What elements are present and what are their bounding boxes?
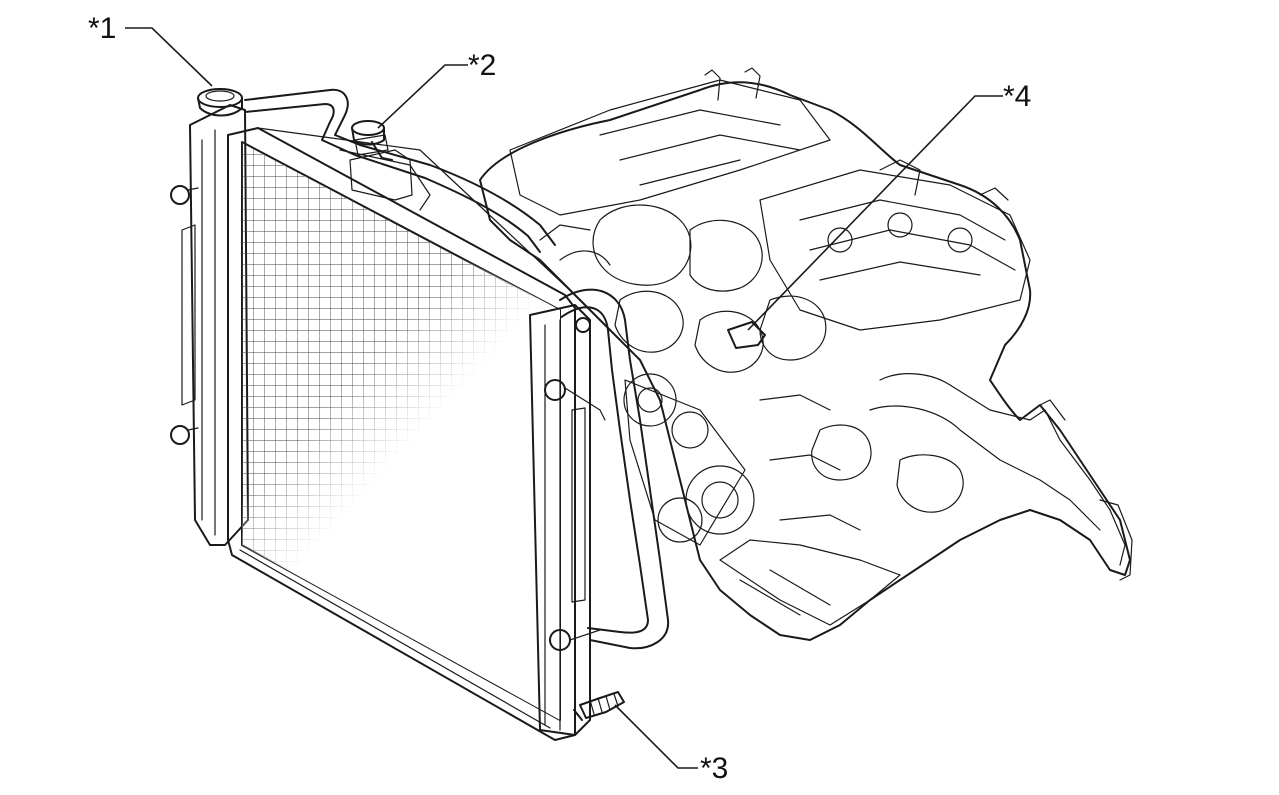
callout-2-label: *2	[468, 49, 496, 82]
engine-assembly	[479, 67, 1133, 641]
radiator-cap	[197, 88, 243, 117]
radiator-assembly	[170, 88, 625, 741]
upper-radiator-hose	[244, 88, 556, 253]
drain-cock	[573, 691, 625, 721]
reservoir-cap	[351, 120, 393, 161]
callout-4-label: *4	[1003, 80, 1031, 113]
callout-3-label: *3	[700, 752, 728, 785]
lower-radiator-hose	[559, 288, 670, 650]
callout-4: *4	[747, 80, 1031, 331]
callout-1-label: *1	[88, 12, 116, 45]
callout-3: *3	[614, 704, 728, 785]
callout-2: *2	[377, 49, 496, 129]
callout-1: *1	[88, 12, 213, 87]
